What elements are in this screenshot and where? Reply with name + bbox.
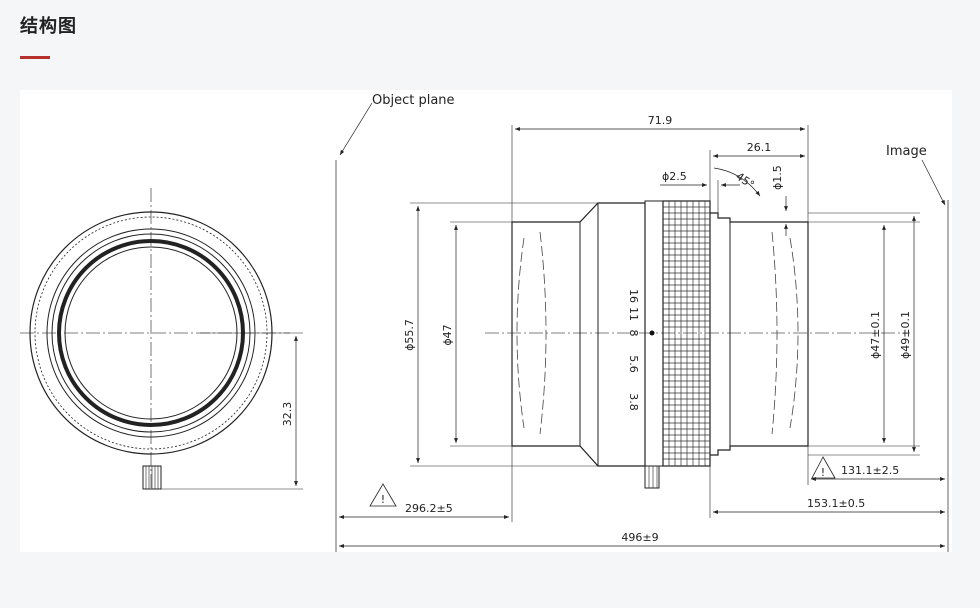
dim-rear-length: 26.1: [747, 141, 772, 154]
dim-back-focus-b: 153.1±0.5: [807, 497, 865, 510]
title-accent-bar: [20, 56, 50, 59]
dim-rear-dia-b: ϕ49±0.1: [899, 311, 912, 359]
front-glass-surface: [516, 237, 525, 429]
dim-body-dia: ϕ55.7: [403, 319, 416, 351]
dim-back-focus-a: 131.1±2.5: [841, 464, 899, 477]
aperture-stop: 3.8: [627, 393, 640, 411]
dim-total-track: 496±9: [621, 531, 658, 544]
aperture-stop: 11: [627, 307, 640, 321]
aperture-stop: 16: [627, 289, 640, 303]
rear-glass-surface: [789, 237, 799, 429]
dim-rear-dia-a: ϕ47±0.1: [869, 311, 882, 359]
aperture-stop: 8: [627, 330, 640, 337]
warning-triangle-object: [369, 483, 397, 507]
warning-mark-image: !: [821, 466, 825, 479]
label-image: Image: [886, 144, 927, 159]
dim-pin-height: 32.3: [281, 402, 294, 427]
front-view: [20, 188, 303, 490]
dim-pin-dia: ϕ2.5: [662, 170, 687, 183]
dim-step-dia: ϕ1.5: [771, 165, 784, 190]
rear-barrel: [710, 212, 809, 456]
label-object-plane: Object plane: [372, 93, 455, 108]
aperture-scale: 16 11 8 5.6 3.8: [627, 289, 640, 411]
side-view: [335, 102, 949, 552]
aperture-index-dot: [649, 330, 655, 336]
warning-mark-object: !: [381, 493, 385, 506]
dim-overall-length: 71.9: [648, 114, 673, 127]
dim-object-distance: 296.2±5: [405, 502, 453, 515]
warning-triangle-image: [811, 456, 836, 479]
dim-front-dia: ϕ47: [441, 324, 454, 345]
side-locking-screw: [644, 465, 660, 489]
focus-ring: [662, 200, 711, 467]
knurl-pattern: [663, 201, 710, 466]
aperture-stop: 5.6: [627, 355, 640, 373]
front-barrel: [511, 202, 646, 467]
page-title: 结构图: [20, 16, 77, 37]
drawing-panel: [20, 90, 952, 552]
